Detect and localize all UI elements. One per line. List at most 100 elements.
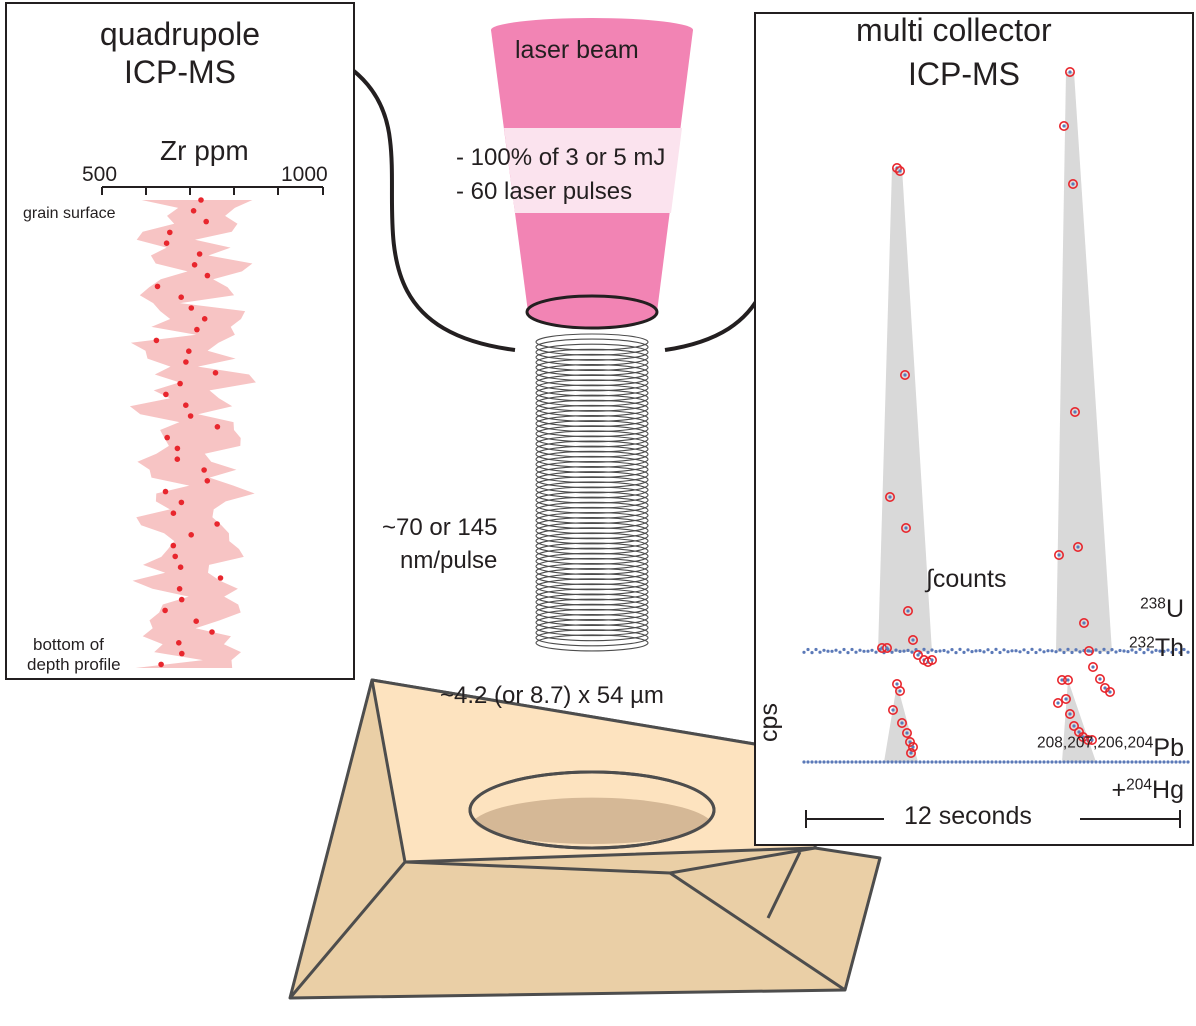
zr-data-point [178,596,185,603]
pulse-ring [535,517,649,535]
baseline-point-upper [910,650,914,654]
grain-surface-label: grain surface [23,205,116,222]
baseline-point-lower [970,760,974,764]
baseline-point-lower [874,760,878,764]
pulse-ring [535,608,649,626]
baseline-point-upper [974,649,978,653]
zr-data-point [196,251,203,257]
peak-point [888,704,899,715]
ablation-rate-line2: nm/pulse [400,547,498,574]
zr-data-point [203,218,209,225]
baseline-point-upper [902,649,906,653]
lead-label: 208,207,206,204Pb [1037,735,1184,761]
zr-band [129,200,256,668]
baseline-point-lower [1062,760,1066,764]
zr-data-point [153,337,160,344]
ablation-rate-line1: ~70 or 145 [382,514,498,541]
zr-axis-title: Zr ppm [160,135,249,166]
zr-data-point [209,629,215,635]
peak-point [1058,121,1069,132]
peak-point-center [1087,649,1091,653]
zr-data-point [177,380,183,387]
peak-point-center [1056,701,1060,705]
quadrupole-title-line2: ICP-MS [124,54,236,90]
peak-point [913,649,924,660]
pulse-ring [535,399,649,417]
baseline-point-upper [1026,650,1030,655]
peak-point [1068,720,1079,731]
baseline-point-lower [986,760,990,764]
baseline-point-upper [962,650,966,655]
baseline-point-upper [990,650,994,655]
peak-point [908,741,919,752]
zr-data-point [174,445,181,452]
peak-point-center [930,658,934,662]
peak-point-center [1071,182,1075,186]
pulse-ring [535,552,649,570]
pulse-ring [535,445,649,463]
baseline-point-lower [1074,760,1078,764]
baseline-point-upper [874,650,878,654]
uranium-label: 238U [1140,596,1184,622]
peak-point-center [906,609,910,613]
peak-point [900,369,911,380]
baseline-point-lower [1078,760,1082,764]
zr-data-point [187,413,194,419]
baseline-point-upper [842,647,846,652]
zr-axis-max-label: 1000 [281,163,328,186]
baseline-point-lower [1178,760,1182,764]
peak-point [901,522,912,533]
baseline-point-upper [978,649,982,653]
baseline-point-lower [822,760,826,764]
baseline-point-lower [914,760,918,764]
baseline-point-lower [866,760,870,764]
baseline-point-lower [1034,760,1038,764]
baseline-point-upper [1098,650,1102,655]
zr-data-point [176,640,182,646]
thorium-label: 232Th [1129,635,1184,661]
pulse-ring [535,353,649,371]
baseline-point-lower [1138,760,1142,764]
baseline-point-upper [898,649,902,654]
baseline-point-upper [1070,650,1074,655]
pulse-ring [535,486,649,504]
zr-data-point [158,661,164,668]
pulse-ring [535,624,649,642]
pulse-ring [535,537,649,555]
baseline-point-upper [890,650,894,654]
peak-point [1094,673,1105,684]
baseline-point-lower [1106,760,1110,764]
crystal-edge [404,860,671,875]
zr-axis-min-label: 500 [82,163,118,186]
zr-data-point [167,229,173,236]
baseline-point-upper [1014,649,1018,653]
pulse-ring [535,634,649,652]
baseline-point-lower [1050,760,1054,764]
mercury-symbol: Hg [1152,776,1184,804]
peak-point-center [888,495,892,499]
baseline-point-upper [1106,651,1110,655]
zr-data-point [162,607,168,614]
baseline-point-lower [862,760,866,764]
pulse-ring [535,501,649,519]
cps-axis-label: cps [754,703,783,742]
pit-dimensions-label: ~4.2 (or 8.7) x 54 µm [440,682,664,709]
baseline-point-upper [1038,648,1042,652]
time-scale-bar [805,810,1181,828]
baseline-point-lower [1026,760,1030,764]
pulse-ring [535,506,649,524]
peak-point-center [911,745,915,749]
baseline-point-lower [946,760,950,764]
pulse-ring [535,481,649,499]
baseline-point-lower [954,760,958,764]
baseline-point-lower [818,760,822,764]
baseline-point-upper [1046,649,1050,653]
pulse-ring [535,409,649,428]
pulse-ring [535,598,649,616]
baseline-point-lower [1134,760,1138,764]
baseline-point-lower [1110,760,1114,764]
peak-point-center [1108,690,1112,694]
baseline-point-lower [1114,760,1118,764]
pulse-ring [535,440,649,458]
